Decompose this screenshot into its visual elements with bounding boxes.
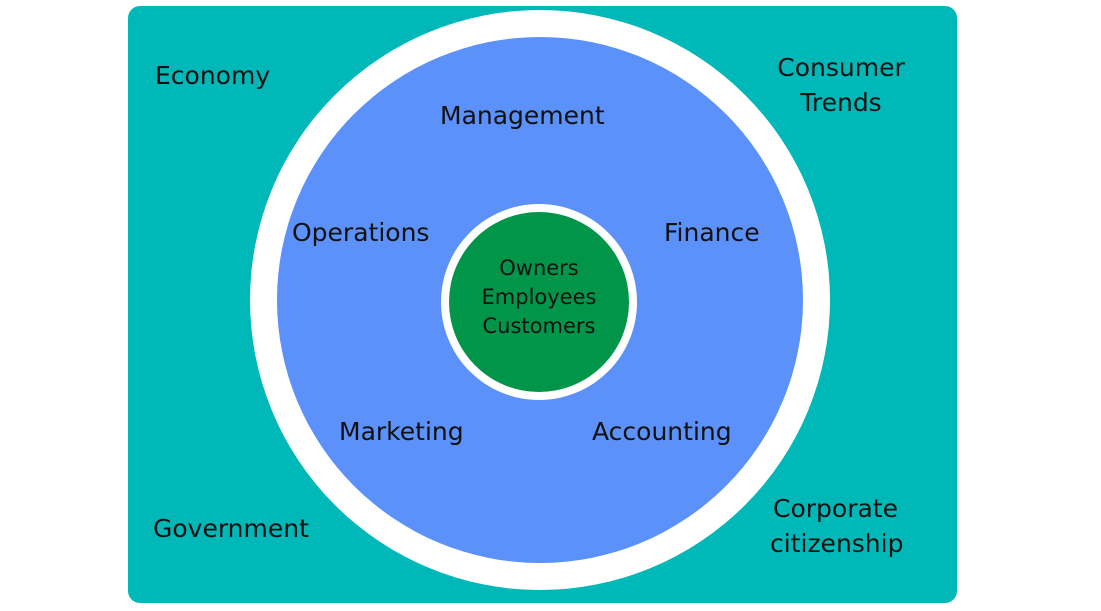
label-employees: Employees (481, 285, 597, 309)
label-government: Government (153, 514, 309, 543)
stakeholders-core-circle (449, 212, 629, 392)
label-finance: Finance (664, 218, 760, 247)
label-consumer: Consumer (777, 53, 905, 82)
label-corporate-citizenship: Corporate citizenship (770, 491, 903, 561)
label-marketing: Marketing (339, 417, 464, 446)
label-operations: Operations (292, 218, 430, 247)
label-corporate: Corporate (773, 494, 898, 523)
label-citizenship: citizenship (770, 529, 904, 558)
label-economy: Economy (155, 61, 271, 90)
label-consumer-trends: Consumer Trends (770, 50, 912, 120)
label-trends: Trends (800, 88, 882, 117)
label-customers: Customers (482, 314, 596, 338)
label-management: Management (440, 101, 605, 130)
label-accounting: Accounting (592, 417, 732, 446)
core-labels: Owners Employees Customers (449, 254, 629, 341)
label-owners: Owners (499, 256, 579, 280)
